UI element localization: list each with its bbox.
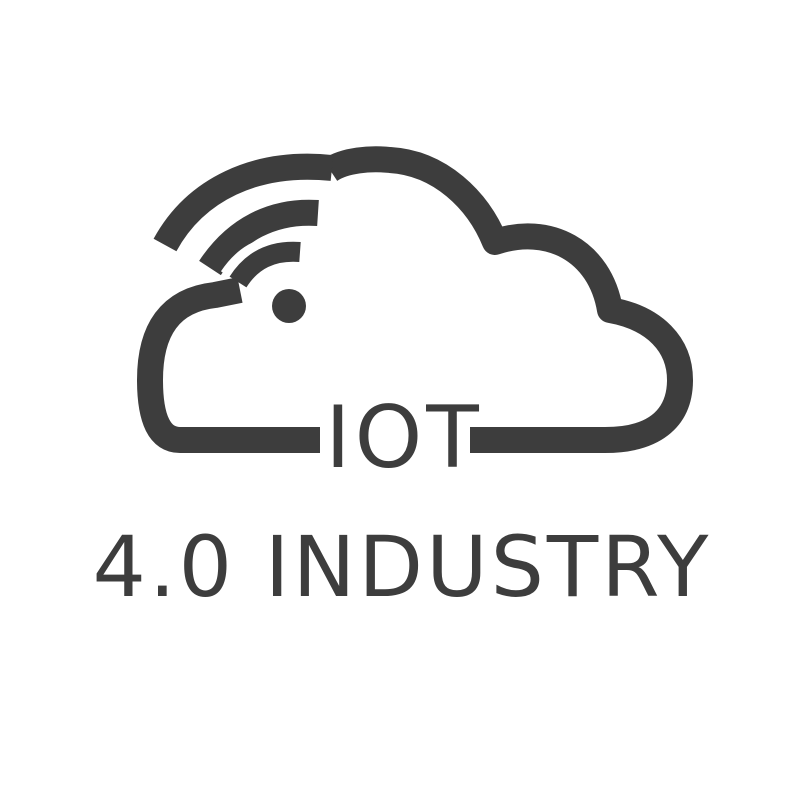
- cloud-icon: [137, 146, 693, 453]
- tagline-text: 4.0 INDUSTRY: [93, 518, 712, 616]
- wifi-signal-icon: [153, 153, 334, 323]
- iot-badge-text: IOT: [325, 388, 483, 488]
